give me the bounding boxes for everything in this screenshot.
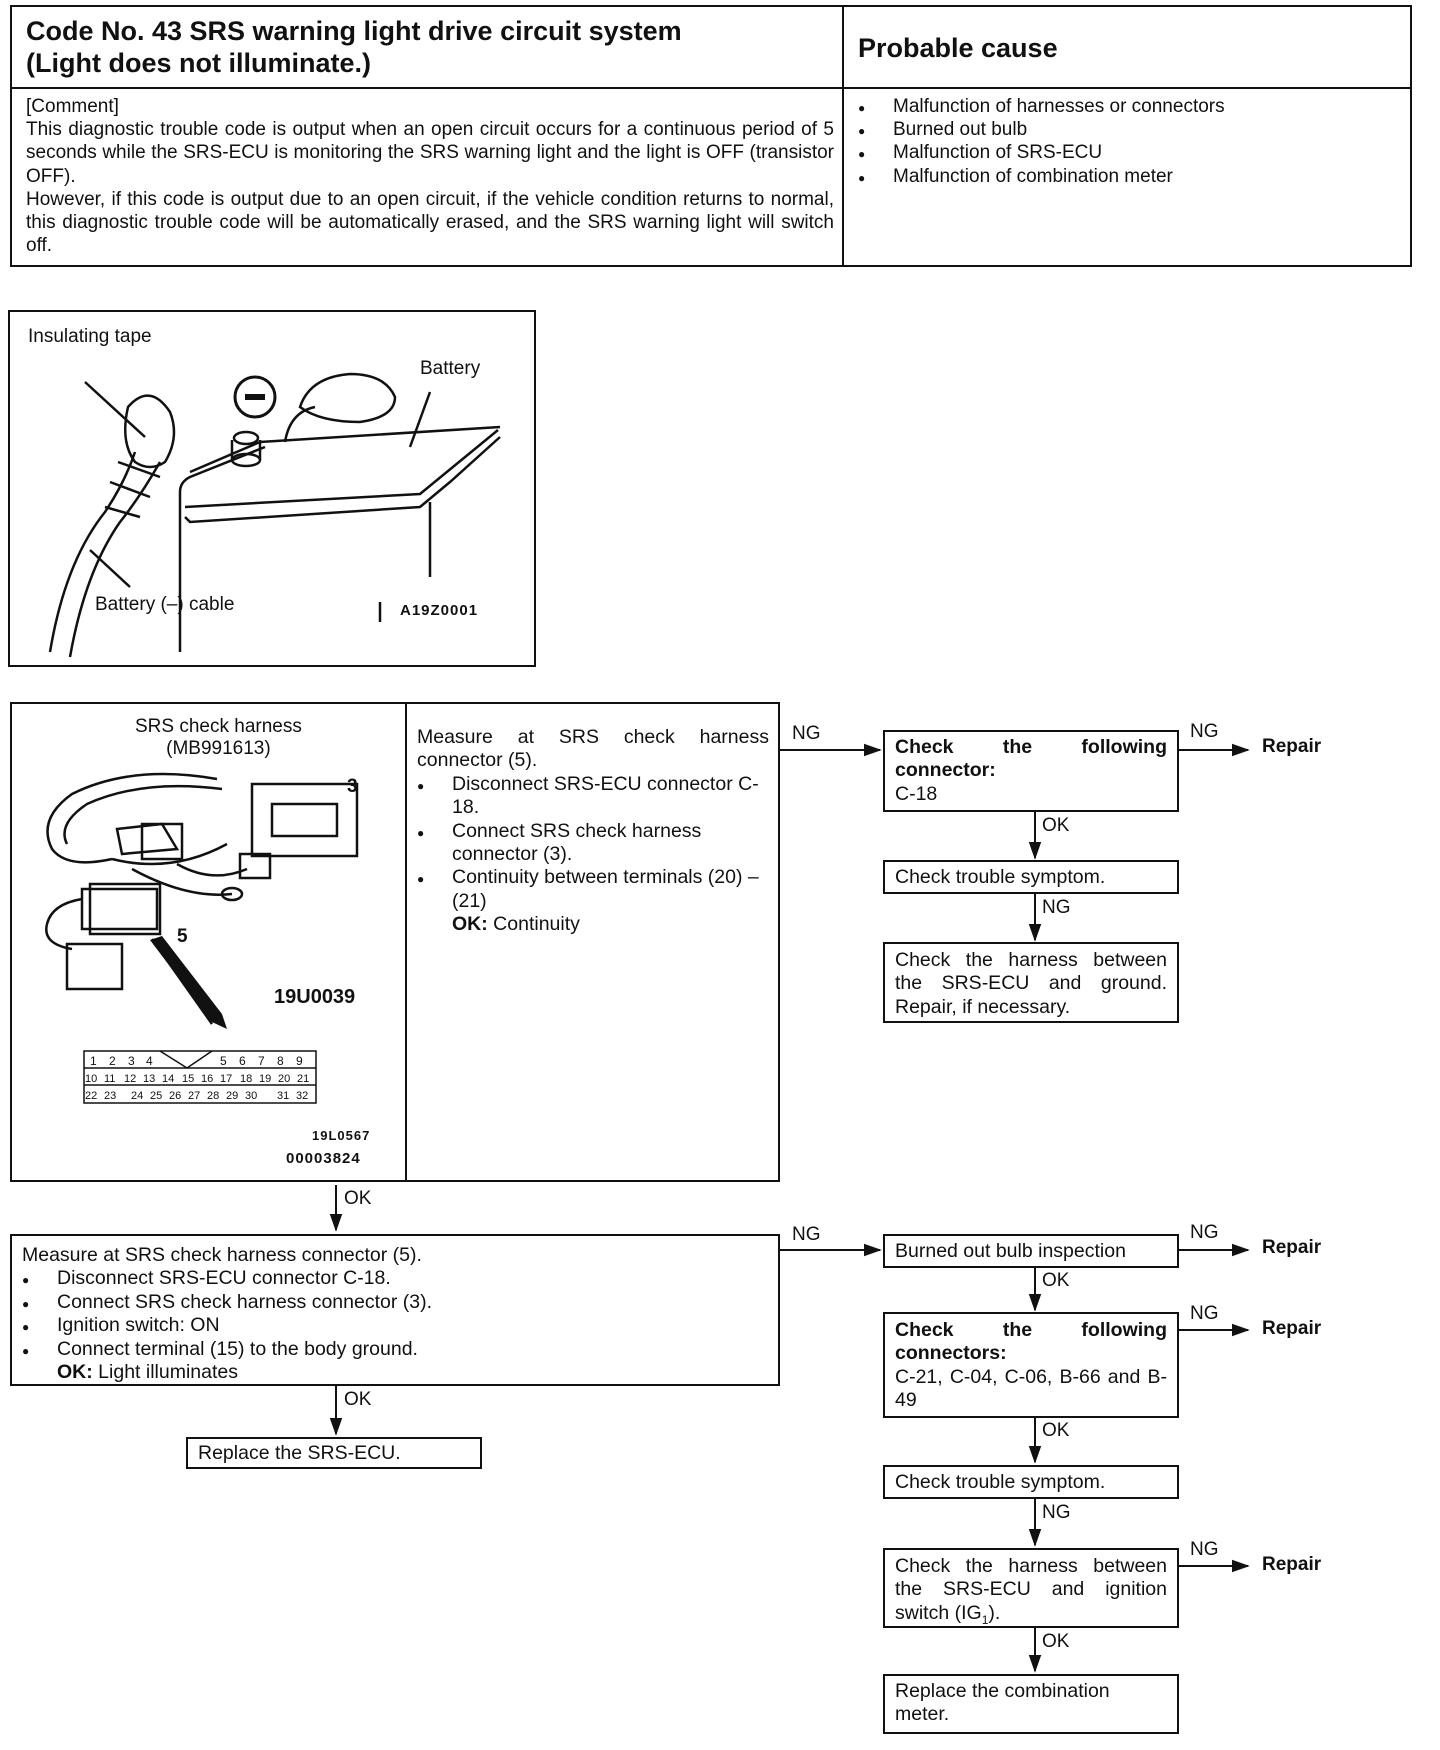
repair-label: Repair [1262, 1237, 1322, 1258]
pin-number: 22 [85, 1090, 97, 1102]
pin-number: 7 [258, 1054, 265, 1068]
cause-item: Malfunction of harnesses or connectors [858, 95, 1225, 120]
ok-label: OK [1042, 815, 1070, 836]
replace-meter-box: Replace the combination meter. [883, 1674, 1179, 1734]
ng-label: NG [792, 1224, 821, 1245]
pin-number: 28 [207, 1090, 219, 1102]
pin-number: 4 [146, 1054, 153, 1068]
pin-figure-code-2: 00003824 [286, 1150, 361, 1167]
check-symptom-box-1: Check trouble symptom. [883, 860, 1179, 894]
pin-number: 16 [201, 1073, 213, 1085]
header-table: Code No. 43 SRS warning light drive circ… [10, 5, 1412, 267]
pin-number: 2 [109, 1054, 116, 1068]
repair-label: Repair [1262, 1554, 1322, 1575]
pin-number: 3 [128, 1054, 135, 1068]
step2-item: Connect terminal (15) to the body ground… [22, 1338, 768, 1364]
step1-item: Connect SRS check harness connector (3). [417, 820, 769, 867]
check-connector-box: Check the following connector: C-18 [883, 730, 1179, 812]
pin-number: 5 [220, 1054, 227, 1068]
pin-number: 25 [150, 1090, 162, 1102]
step2-item: Ignition switch: ON [22, 1314, 768, 1340]
pin-number: 29 [226, 1090, 238, 1102]
step1-item: Disconnect SRS-ECU connector C-18. [417, 773, 769, 820]
ng-label: NG [792, 723, 821, 744]
connector-5-label: 5 [177, 926, 188, 947]
pin-number: 11 [104, 1073, 115, 1085]
pin-number: 23 [104, 1090, 116, 1102]
pin-number: 17 [220, 1073, 232, 1085]
cause-item: Malfunction of SRS-ECU [858, 141, 1225, 166]
pin-number: 26 [169, 1090, 181, 1102]
ok-label: OK [1042, 1420, 1070, 1441]
ng-label: NG [1190, 1222, 1219, 1243]
battery-figure-code: A19Z0001 [400, 602, 479, 619]
battery-cable-label: Battery (–) cable [95, 594, 235, 615]
ok-label: OK [1042, 1631, 1070, 1652]
comment-text: [Comment] This diagnostic trouble code i… [26, 96, 834, 257]
cause-item: Malfunction of combination meter [858, 165, 1225, 190]
pin-figure-code: 19L0567 [312, 1128, 371, 1143]
step2-item: Disconnect SRS-ECU connector C-18. [22, 1267, 768, 1293]
ng-label: NG [1190, 721, 1219, 742]
pin-number: 27 [188, 1090, 200, 1102]
battery-illustration [48, 372, 501, 658]
ng-label: NG [1042, 1502, 1071, 1523]
step2-box: Measure at SRS check harness connector (… [10, 1234, 780, 1386]
pin-number: 8 [277, 1054, 284, 1068]
pin-number: 32 [296, 1090, 308, 1102]
step1-item: Continuity between terminals (20) – (21) [417, 866, 769, 913]
pin-number: 6 [239, 1054, 246, 1068]
ok-label: OK [1042, 1270, 1070, 1291]
pin-number: 15 [182, 1073, 194, 1085]
probable-cause-heading: Probable cause [858, 33, 1058, 63]
step1-text: Measure at SRS check harness connector (… [417, 726, 769, 937]
check-symptom-box-2: Check trouble symptom. [883, 1465, 1179, 1499]
pin-number: 30 [245, 1090, 257, 1102]
pin-number: 10 [85, 1073, 97, 1085]
bulb-inspection-box: Burned out bulb inspection [883, 1234, 1179, 1268]
pin-number: 19 [259, 1073, 271, 1085]
probable-cause-list: Malfunction of harnesses or connectors B… [858, 95, 1225, 190]
pin-number: 12 [124, 1073, 136, 1085]
battery-figure: Insulating tape Battery Battery (–) cabl… [8, 310, 536, 667]
pin-number: 9 [296, 1054, 303, 1068]
harness-title: SRS check harness (MB991613) [135, 716, 302, 759]
step2-item: Connect SRS check harness connector (3). [22, 1291, 768, 1317]
repair-label: Repair [1262, 736, 1322, 757]
harness-figure-code: 19U0039 [274, 986, 356, 1008]
check-harness-ignition-box: Check the harness between the SRS-ECU an… [883, 1548, 1179, 1628]
cause-item: Burned out bulb [858, 118, 1225, 143]
replace-ecu-box: Replace the SRS-ECU. [186, 1437, 482, 1469]
pin-number: 13 [143, 1073, 155, 1085]
pin-number: 1 [90, 1054, 97, 1068]
check-connectors-box: Check the following connectors: C-21, C-… [883, 1312, 1179, 1418]
minus-sign-icon [233, 375, 277, 419]
pin-number: 14 [162, 1073, 174, 1085]
ng-label: NG [1190, 1539, 1219, 1560]
pin-number: 24 [131, 1090, 143, 1102]
pin-number: 21 [297, 1073, 309, 1085]
ng-label: NG [1190, 1303, 1219, 1324]
ng-label: NG [1042, 897, 1071, 918]
repair-label: Repair [1262, 1318, 1322, 1339]
pin-number: 31 [277, 1090, 289, 1102]
insulating-tape-label: Insulating tape [28, 326, 152, 347]
connector-3-label: 3 [347, 776, 358, 797]
page-title: Code No. 43 SRS warning light drive circ… [26, 16, 682, 78]
ok-label: OK [344, 1188, 372, 1209]
pin-number: 20 [278, 1073, 290, 1085]
pin-number: 18 [240, 1073, 252, 1085]
ok-label: OK [344, 1389, 372, 1410]
check-harness-ground-box: Check the harness between the SRS-ECU an… [883, 942, 1179, 1023]
battery-label: Battery [420, 358, 481, 379]
